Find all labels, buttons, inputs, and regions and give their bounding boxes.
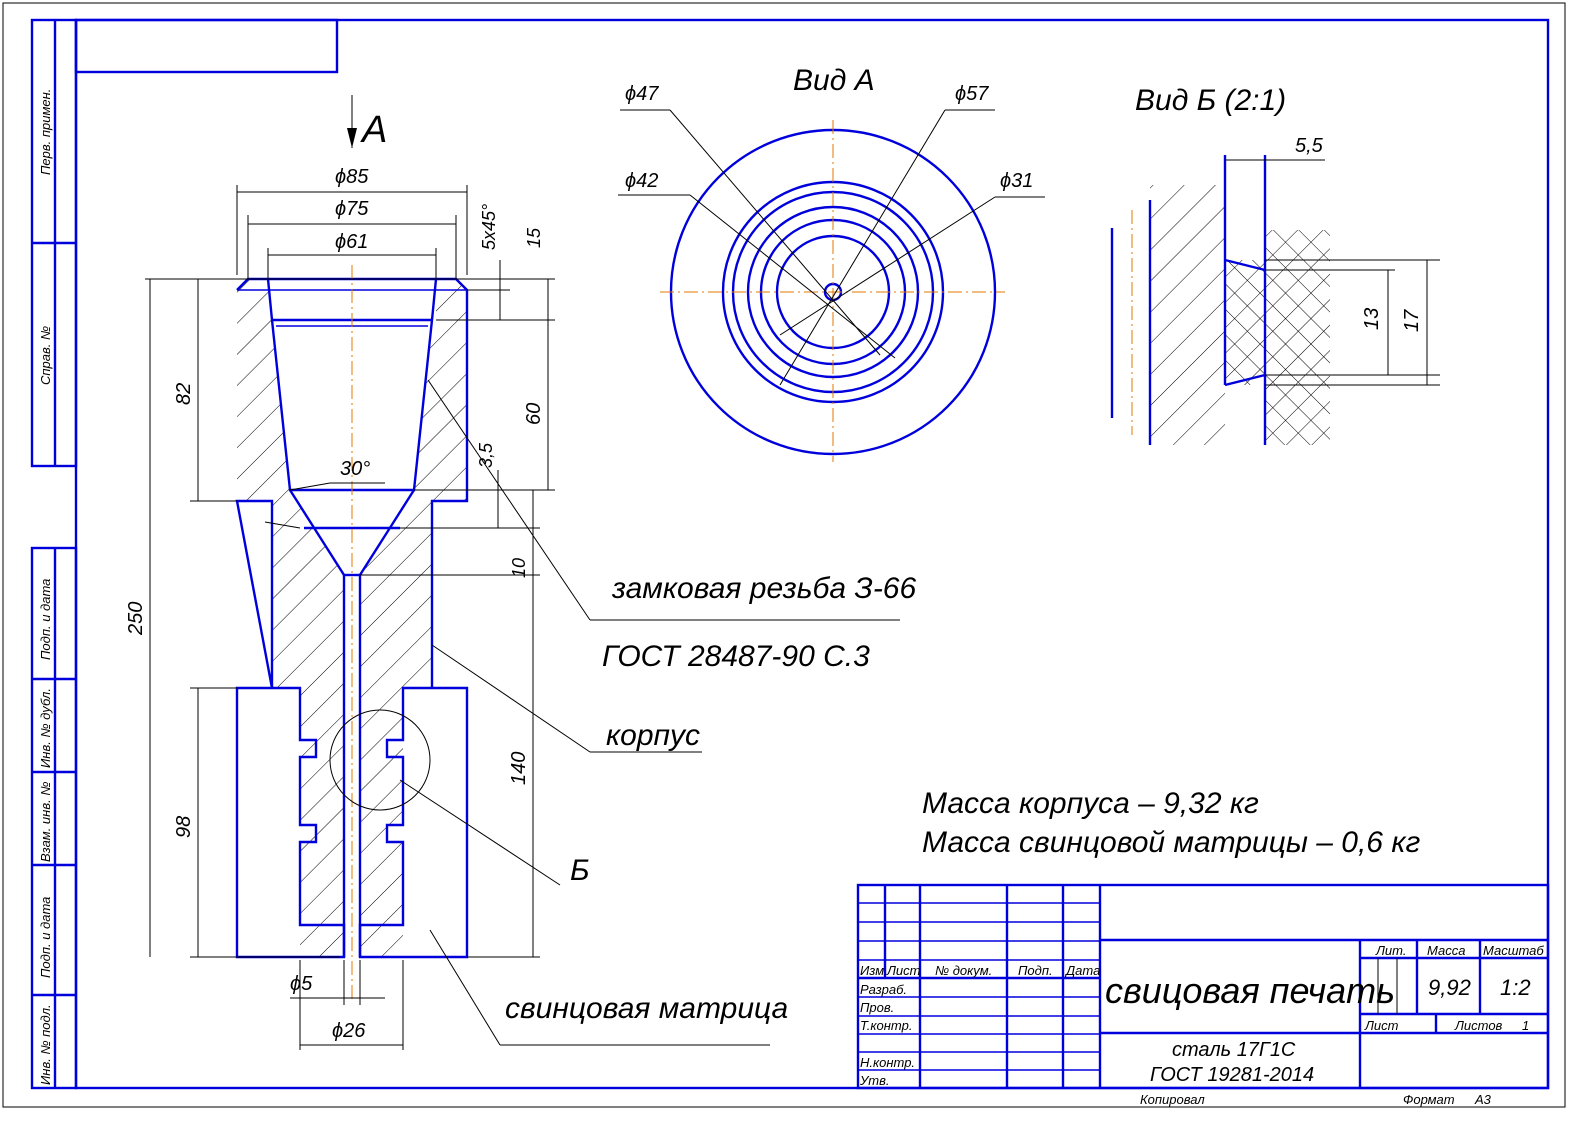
dim-d31: ϕ31 xyxy=(1000,170,1033,192)
role-tcontrol: Т.контр. xyxy=(860,1018,912,1033)
dim-d61: ϕ61 xyxy=(335,231,368,253)
format-value: А3 xyxy=(1474,1092,1492,1107)
drawing-title: свицовая печать xyxy=(1105,970,1395,1011)
material-standard: ГОСТ 19281-2014 xyxy=(1150,1064,1314,1086)
dim-d26: ϕ26 xyxy=(332,1020,366,1042)
dim-3-5: 3,5 xyxy=(476,442,496,468)
header-list: Лист xyxy=(886,963,921,978)
section-view: A xyxy=(235,95,469,1000)
header-izm: Изм. xyxy=(860,963,888,978)
stamp-label: Подп. и дата xyxy=(38,579,53,660)
note-matrix-mass: Масса свинцовой матрицы – 0,6 кг xyxy=(922,826,1420,859)
dim-chamfer: 5x45° xyxy=(479,204,499,250)
dim-13: 13 xyxy=(1361,308,1383,330)
lit-label: Лит. xyxy=(1375,943,1406,958)
detail-b-circle xyxy=(329,709,431,811)
role-checked: Пров. xyxy=(860,1000,894,1015)
stamp-label: Перв. примен. xyxy=(38,89,53,175)
stamp-label: Инв. № дубл. xyxy=(38,688,53,768)
section-dimension-text: ϕ85 ϕ75 ϕ61 5x45° 15 82 60 250 3,5 30° 1… xyxy=(125,166,916,1042)
dim-d75: ϕ75 xyxy=(335,198,369,220)
dim-98: 98 xyxy=(173,816,195,838)
view-a: Вид А ϕ47 ϕ42 ϕ57 ϕ31 xyxy=(618,64,1045,462)
stamp-label: Взам. инв. № xyxy=(38,782,53,862)
view-a-title: Вид А xyxy=(793,64,875,97)
dim-60: 60 xyxy=(523,403,545,425)
header-doc: № докум. xyxy=(935,963,992,978)
header-sign: Подп. xyxy=(1018,963,1053,978)
dim-140: 140 xyxy=(508,752,530,785)
header-date: Дата xyxy=(1064,963,1100,978)
body-callout: корпус xyxy=(606,719,700,752)
sheets-label: Листов xyxy=(1454,1018,1503,1033)
stamp-label: Подп. и дата xyxy=(38,897,53,978)
detail-b-callout: Б xyxy=(570,854,590,887)
sheet-label: Лист xyxy=(1364,1018,1399,1033)
role-ncontrol: Н.контр. xyxy=(860,1055,915,1070)
stamp-label: Инв. № подл. xyxy=(38,1004,53,1085)
dim-10: 10 xyxy=(509,558,529,578)
dim-17: 17 xyxy=(1401,309,1423,332)
view-a-arrow-label: A xyxy=(360,109,387,151)
copied-label: Копировал xyxy=(1140,1092,1205,1107)
material: сталь 17Г1С xyxy=(1172,1039,1296,1061)
mass-value: 9,92 xyxy=(1428,975,1471,1000)
view-b-title: Вид Б (2:1) xyxy=(1135,84,1286,117)
dim-angle-30: 30° xyxy=(340,458,370,480)
dim-250: 250 xyxy=(125,602,147,636)
dim-d57: ϕ57 xyxy=(955,83,989,105)
dim-15: 15 xyxy=(524,227,544,248)
stamp-label: Справ. № xyxy=(38,326,53,385)
view-b: Вид Б (2:1) 5,5 13 17 xyxy=(1110,84,1440,445)
section-dimensions xyxy=(145,185,900,1050)
dim-d42: ϕ42 xyxy=(625,170,658,192)
dim-d85: ϕ85 xyxy=(335,166,369,188)
thread-callout: замковая резьба З-66 xyxy=(611,572,916,605)
role-developed: Разраб. xyxy=(860,982,907,997)
mass-label: Масса xyxy=(1427,943,1465,958)
dim-5-5: 5,5 xyxy=(1295,135,1324,157)
title-block: Изм. Лист № докум. Подп. Дата Разраб. Пр… xyxy=(856,883,1550,1107)
thread-standard: ГОСТ 28487-90 С.3 xyxy=(602,640,870,673)
matrix-callout: свинцовая матрица xyxy=(505,992,788,1025)
dim-d5: ϕ5 xyxy=(290,973,313,995)
dim-d47: ϕ47 xyxy=(625,83,659,105)
dim-82: 82 xyxy=(173,383,195,405)
outer-frame xyxy=(2,2,1566,1108)
format-label: Формат xyxy=(1403,1092,1455,1107)
top-left-box xyxy=(74,18,339,74)
sheets-value: 1 xyxy=(1522,1018,1529,1033)
role-approved: Утв. xyxy=(859,1073,890,1088)
note-body-mass: Масса корпуса – 9,32 кг xyxy=(922,787,1259,820)
scale-label: Масштаб xyxy=(1483,943,1544,958)
scale-value: 1:2 xyxy=(1500,975,1531,1000)
side-stamps: Перв. примен. Справ. № Подп. и дата Инв.… xyxy=(30,18,78,1090)
